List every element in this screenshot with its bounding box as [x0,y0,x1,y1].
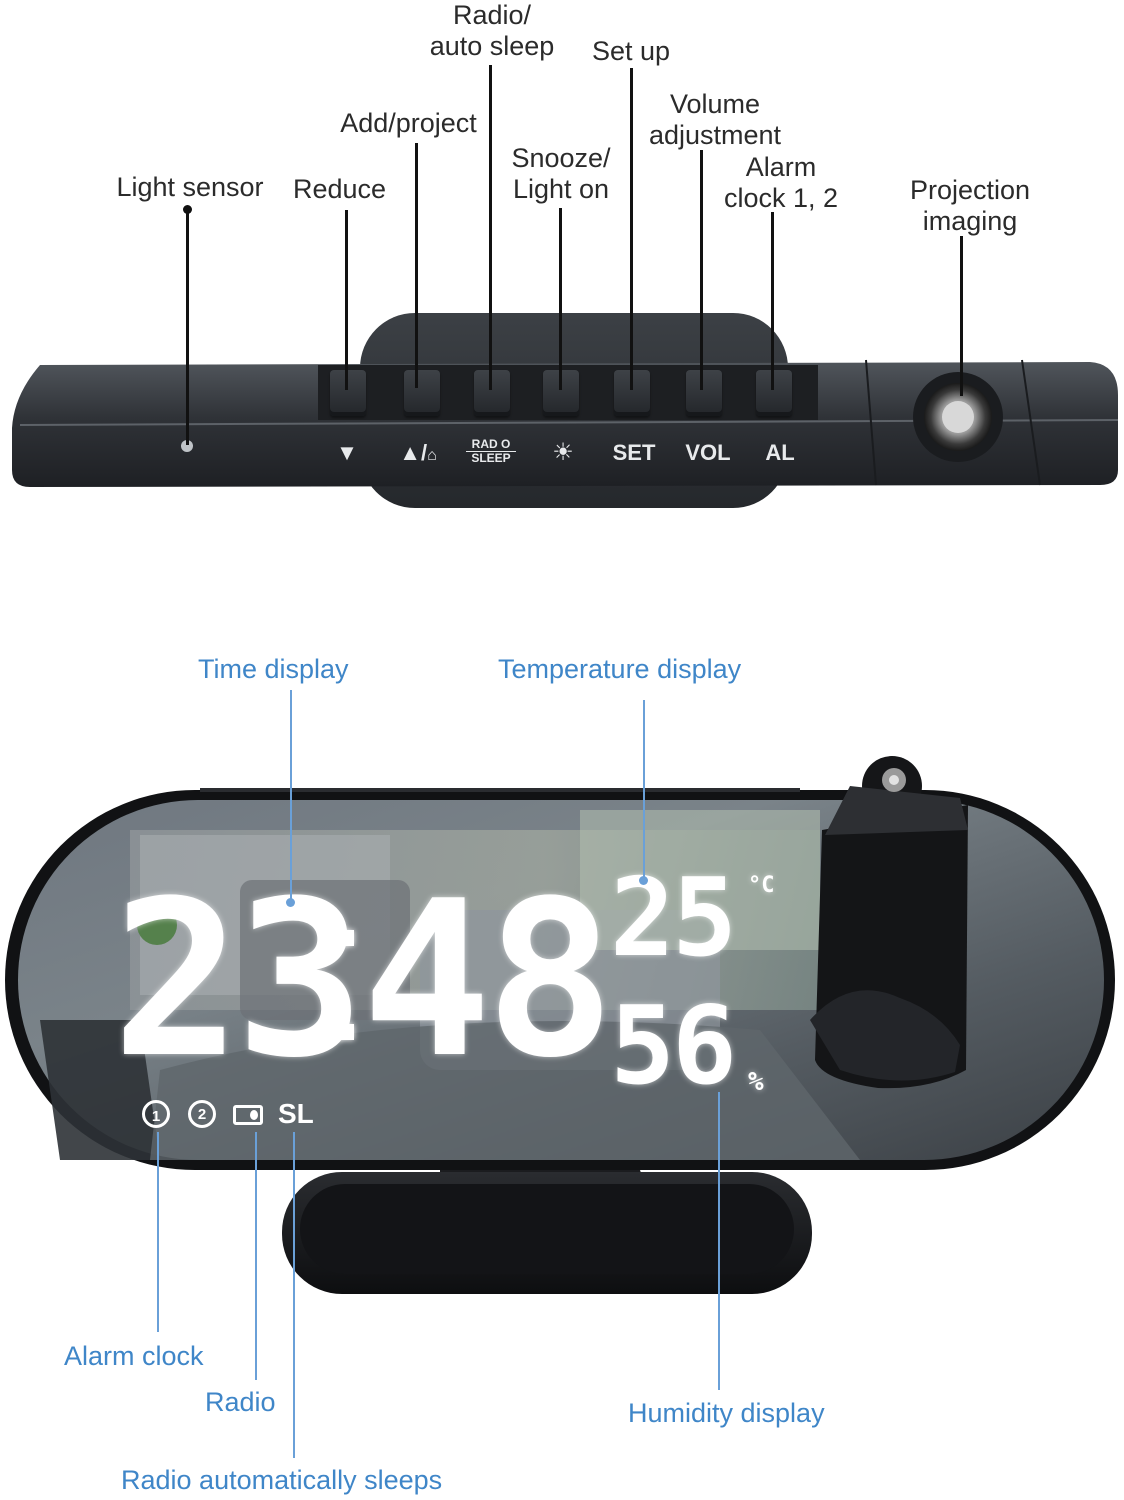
alarm2-number: 2 [197,1106,207,1123]
reduce-glyph: ▼ [336,440,358,465]
temperature-line [643,700,645,880]
volume-line [700,150,703,390]
al-glyph: AL [765,440,795,465]
alarm1-number: 1 [151,1108,161,1125]
clock-body [5,756,1115,1294]
device-top-body [12,313,1119,508]
add-project-button[interactable] [404,370,440,416]
label-radio-auto-sleep: Radio/ auto sleep [412,0,572,62]
label-alarm-clock: Alarm clock [64,1341,204,1371]
label-radio-line1: Radio/ [452,0,532,30]
projection-line [960,236,963,396]
label-snooze-light-on: Snooze/ Light on [496,143,626,205]
label-volume-adjustment: Volume adjustment [630,89,800,151]
humidity-line-blue [718,1092,720,1390]
set-up-line [630,68,633,390]
radio-sleep-button[interactable] [474,370,510,416]
sleep-indicator: SL [278,1098,314,1129]
radio-glyph-top: RAD O [466,438,516,452]
add-project-line [415,143,418,388]
label-light-sensor: Light sensor [116,172,264,202]
time-display-line [290,690,292,902]
temperature-unit: °C [748,873,775,898]
time-minutes: 48 [362,854,615,1105]
sleep-line-blue [293,1132,295,1458]
label-projection-line1: Projection [909,175,1031,205]
label-humidity-display: Humidity display [628,1398,825,1428]
label-radio-auto-sleeps: Radio automatically sleeps [121,1465,443,1495]
sleep-glyph-bottom: SLEEP [471,451,511,465]
set-glyph: SET [612,440,656,465]
label-volume-line2: adjustment [648,120,782,150]
al-button[interactable] [756,370,792,416]
label-projection-line2: imaging [922,206,1018,236]
label-radio-line2: auto sleep [429,31,555,61]
radio-sleep-line [489,65,492,390]
label-reduce: Reduce [292,174,387,204]
label-temperature-display: Temperature display [498,654,742,684]
projector-icon: ⌂ [427,447,437,464]
time-hours: 23 [112,854,365,1105]
label-radio: Radio [205,1387,276,1417]
alarm-clock-line [771,212,774,390]
time-display-dot [286,898,295,907]
colon-dot-bottom [338,1024,354,1040]
reduce-line [345,210,348,390]
vol-glyph: VOL [685,440,731,465]
label-time-display: Time display [198,654,349,684]
alarm2-icon: 2 [188,1100,216,1128]
add-project-glyph-text: ▲/ [399,440,428,465]
colon-dot-top [338,930,354,946]
time-colon [338,930,356,1040]
radio-icon [233,1105,263,1125]
add-project-glyph: ▲/⌂ [388,440,448,466]
temperature-value: 25 [610,856,737,981]
radio-line-blue [255,1132,257,1380]
humidity-unit: % [748,1067,764,1097]
label-alarm-line2: clock 1, 2 [723,183,839,213]
temperature-dot [639,876,648,885]
label-snooze-line2: Light on [512,174,610,204]
radio-icon-speaker [250,1110,258,1120]
label-add-project: Add/project [340,108,477,138]
alarm-clock-line-blue [157,1132,159,1332]
snooze-line [559,208,562,390]
clock-front-diagram: 23 48 25 °C 56 % 1 2 SL Time display Tem… [0,600,1124,1500]
label-alarm-line1: Alarm [745,152,817,182]
light-sensor-line [186,210,189,445]
top-device-diagram: ▼ ▲/⌂ RAD O SLEEP ☀ SET VOL AL Radio/ au… [0,0,1124,520]
label-snooze-line1: Snooze/ [511,143,611,173]
reduce-button[interactable] [330,370,366,416]
light-sensor-dot [183,205,192,214]
radio-sleep-glyph: RAD O SLEEP [466,438,516,465]
label-set-up: Set up [591,36,671,66]
humidity-value: 56 [610,984,737,1109]
label-alarm-clock-1-2: Alarm clock 1, 2 [706,152,856,214]
label-projection-imaging: Projection imaging [890,175,1050,237]
vol-button[interactable] [686,370,722,416]
snooze-light-icon: ☀ [552,439,574,466]
alarm1-icon: 1 [142,1100,170,1128]
label-volume-line1: Volume [669,89,761,119]
